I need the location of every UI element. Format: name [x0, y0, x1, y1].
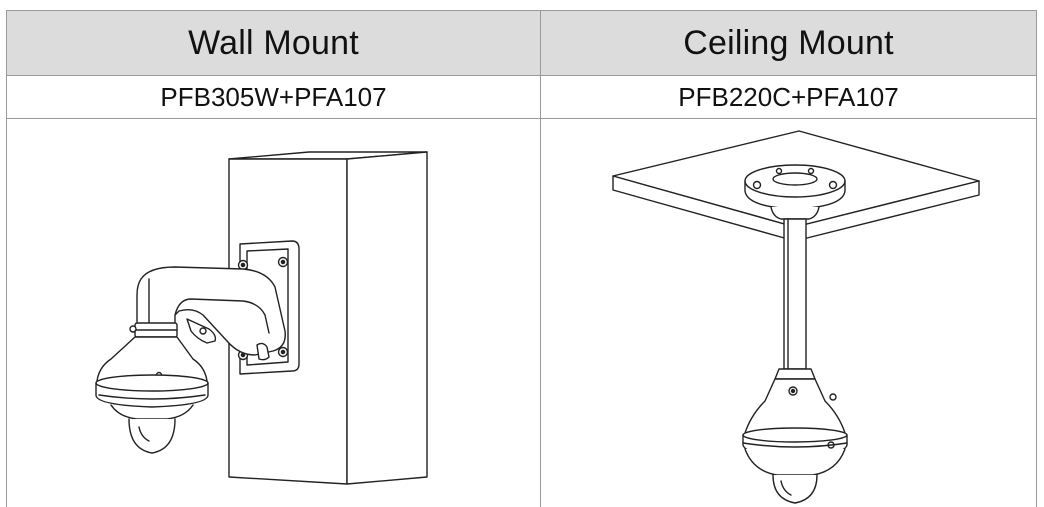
ceiling-mount-pendant-camera-icon — [541, 119, 1037, 507]
wall-mount-bracket-camera-icon — [7, 119, 541, 507]
ceiling-mount-figure-cell — [541, 119, 1037, 507]
wall-mount-figure-cell — [7, 119, 541, 507]
header-ceiling-mount: Ceiling Mount — [541, 11, 1037, 76]
illustration-row — [7, 119, 1037, 507]
model-wall-mount: PFB305W+PFA107 — [7, 76, 541, 119]
header-wall-mount: Wall Mount — [7, 11, 541, 76]
model-ceiling-mount: PFB220C+PFA107 — [541, 76, 1037, 119]
mount-comparison-table: Wall Mount Ceiling Mount PFB305W+PFA107 … — [6, 10, 1037, 507]
header-row: Wall Mount Ceiling Mount — [7, 11, 1037, 76]
model-row: PFB305W+PFA107 PFB220C+PFA107 — [7, 76, 1037, 119]
